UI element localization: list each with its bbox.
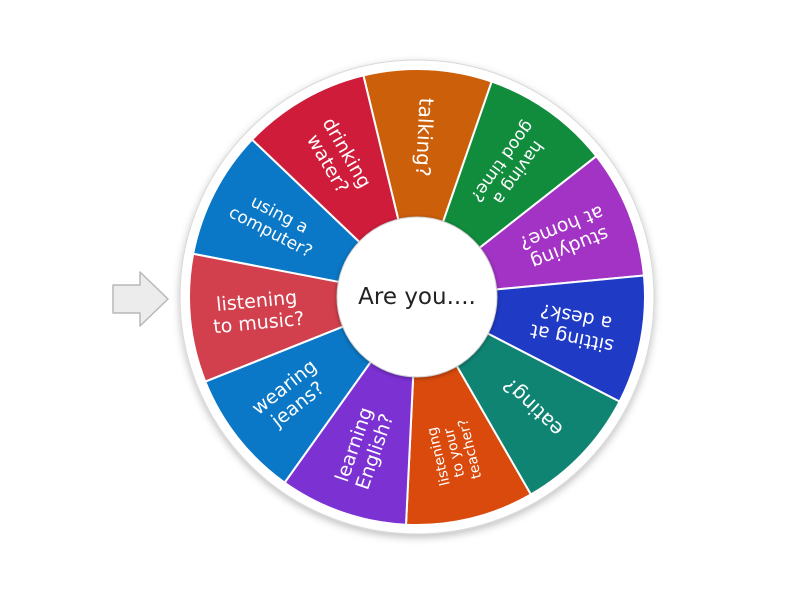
center-label: Are you.... (358, 284, 476, 310)
wheel-segment[interactable]: eating? (454, 331, 621, 496)
wheel-segment[interactable]: studyingat home? (476, 154, 646, 291)
wheel-segments[interactable]: talking?having agood time?studyingat hom… (188, 68, 646, 526)
wheel-segment[interactable]: having agood time? (441, 80, 598, 251)
wheel-segment[interactable]: drinkingwater? (250, 74, 400, 245)
segment-label: talking? (411, 97, 439, 177)
wheel-segment[interactable]: learningEnglish? (283, 359, 415, 526)
wheel-center-hub[interactable]: Are you.... (336, 216, 498, 378)
wheel-segment[interactable]: listeningto yourteacher? (404, 363, 533, 526)
wheel-segment[interactable]: sitting ata desk? (484, 274, 646, 403)
arrow-right-icon (112, 271, 169, 327)
segment-label: listeningto music? (210, 286, 305, 338)
wheel-segment[interactable]: listeningto music? (188, 252, 346, 383)
